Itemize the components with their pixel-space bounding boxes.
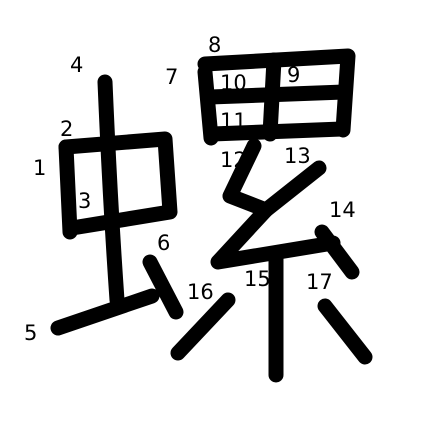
stroke-number-6: 6: [157, 231, 170, 255]
stroke-12: [222, 138, 327, 218]
stroke-number-8: 8: [208, 33, 221, 57]
stroke-number-labels: 1 2 3 4 5 6 7 8 9 10 11 12 13 14 15 16 1…: [24, 33, 356, 345]
stroke-1: [58, 139, 78, 240]
stroke-number-7: 7: [165, 65, 178, 89]
stroke-number-2: 2: [60, 117, 73, 141]
stroke-11: [204, 121, 350, 142]
stroke-6: [142, 254, 184, 320]
stroke-number-5: 5: [24, 321, 37, 345]
stroke-8: [197, 48, 356, 138]
stroke-17: [317, 298, 373, 365]
stroke-5: [50, 288, 160, 336]
stroke-2: [58, 131, 178, 236]
stroke-number-3: 3: [78, 189, 91, 213]
stroke-number-16: 16: [187, 280, 214, 304]
stroke-number-15: 15: [244, 267, 271, 291]
stroke-3: [97, 74, 125, 308]
stroke-number-11: 11: [220, 109, 247, 133]
stroke-number-9: 9: [287, 63, 300, 87]
stroke-number-13: 13: [284, 144, 311, 168]
stroke-number-1: 1: [33, 156, 46, 180]
stroke-14: [314, 224, 360, 280]
stroke-number-4: 4: [70, 53, 83, 77]
stroke-number-12: 12: [220, 148, 247, 172]
stroke-10: [202, 84, 352, 105]
stroke-16: [170, 292, 236, 361]
character-strokes: [50, 48, 373, 383]
stroke-13: [210, 202, 341, 270]
stroke-number-10: 10: [220, 71, 247, 95]
stroke-number-14: 14: [329, 198, 356, 222]
stroke-number-17: 17: [306, 270, 333, 294]
